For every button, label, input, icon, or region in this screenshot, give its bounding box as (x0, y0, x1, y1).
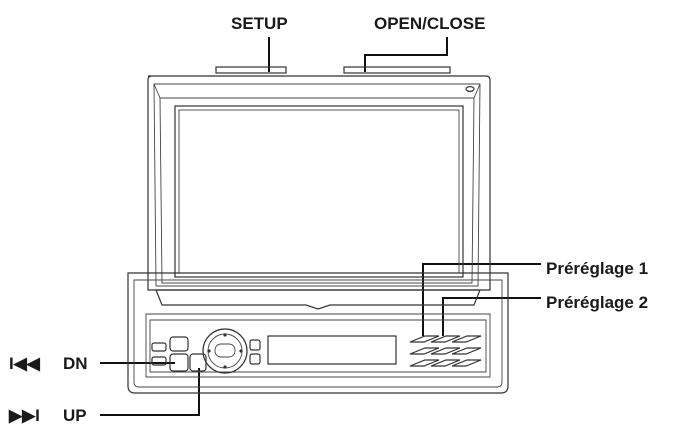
monitor-bottom-edge (155, 289, 481, 310)
chassis (127, 272, 509, 394)
knob-side-button-bottom[interactable] (249, 353, 261, 365)
knob-dot-bottom (223, 365, 227, 369)
knob-dot-left (207, 349, 211, 353)
dn-label: DN (63, 354, 88, 373)
open-close-leader-line (364, 37, 448, 72)
rotary-knob-ring (207, 333, 243, 369)
knob-dot-right (239, 349, 243, 353)
display-screen (174, 105, 464, 278)
left-small-button-bottom[interactable] (151, 356, 167, 366)
knob-dot-top (223, 333, 227, 337)
prev-track-button[interactable] (169, 353, 189, 372)
next-symbol: ▶▶I (8, 406, 40, 425)
display-inner-edge (178, 109, 460, 274)
left-small-button-top[interactable] (151, 342, 167, 352)
rotary-knob[interactable] (202, 328, 248, 374)
knob-center-button[interactable] (214, 343, 236, 358)
knob-side-button-top[interactable] (249, 339, 261, 351)
preset1-label: Préréglage 1 (546, 259, 648, 278)
lcd-window (267, 335, 397, 365)
preset-buttons[interactable] (409, 335, 482, 367)
indicator-led (465, 85, 475, 92)
up-leader-line (100, 368, 200, 416)
preset1-leader-line (422, 263, 541, 336)
setup-button[interactable] (215, 66, 287, 74)
preset2-label: Préréglage 2 (546, 293, 648, 312)
monitor (147, 75, 491, 291)
prev-symbol: I◀◀ (9, 354, 41, 373)
setup-label: SETUP (231, 14, 288, 33)
up-label: UP (63, 406, 87, 425)
open-close-label: OPEN/CLOSE (374, 14, 485, 33)
preset2-leader-line (442, 297, 541, 336)
top-left-button[interactable] (169, 336, 189, 352)
open-close-button[interactable] (343, 66, 451, 74)
